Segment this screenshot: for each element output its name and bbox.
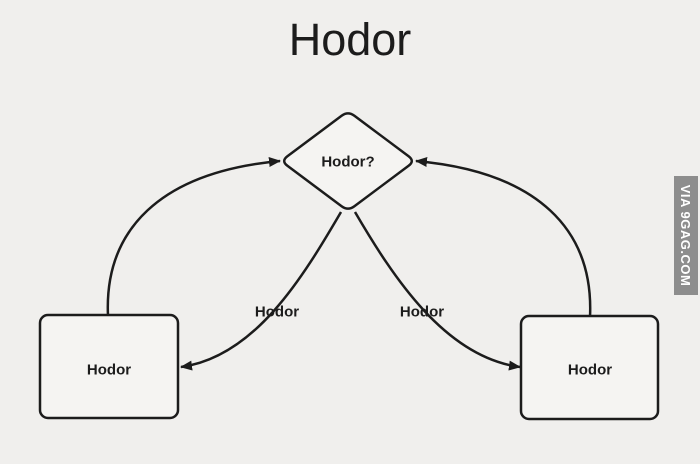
right-box-label: Hodor: [567, 361, 613, 379]
left-box: [38, 313, 180, 420]
decision-diamond: [282, 112, 414, 210]
edge-decision-to-leftbox: [180, 211, 343, 371]
edge-decision-to-rightbox: [353, 211, 521, 371]
edge-leftbox-to-decision: [106, 157, 281, 317]
decision-label: Hodor?: [321, 153, 375, 171]
left-box-label: Hodor: [86, 361, 132, 379]
watermark-badge: VIA 9GAG.COM: [674, 176, 698, 295]
right-box: [519, 314, 660, 421]
right-edge-label: Hodor: [399, 303, 445, 321]
page-title: Hodor: [288, 14, 412, 65]
left-edge-label: Hodor: [254, 303, 300, 321]
edge-rightbox-to-decision: [415, 157, 592, 318]
